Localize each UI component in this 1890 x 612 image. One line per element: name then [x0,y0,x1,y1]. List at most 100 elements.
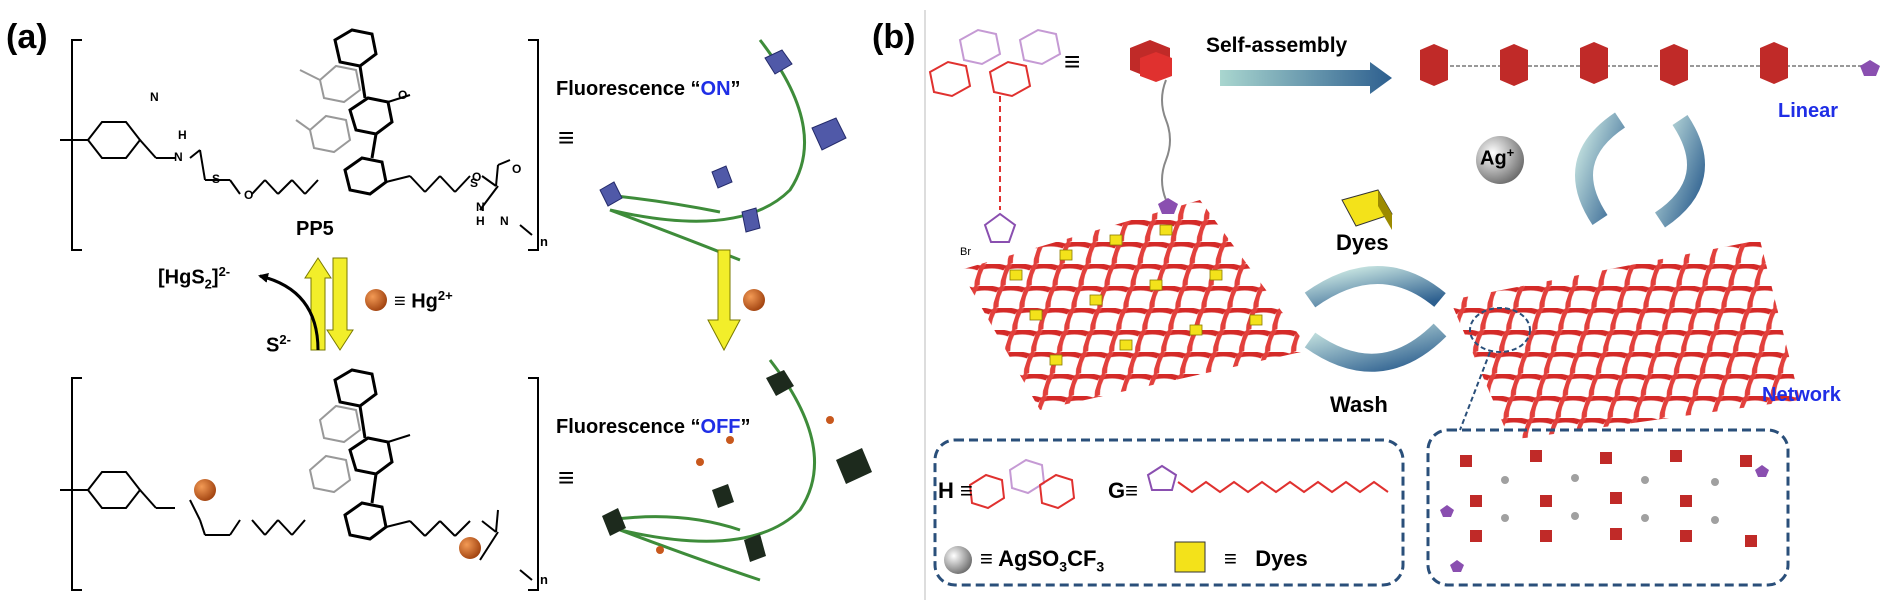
hg-text: Hg [411,290,438,313]
legend-h-text: H [938,478,954,503]
bracket-bottom-left [71,377,82,591]
sulfide-curved-arrow [258,273,320,351]
hg-sup: 2+ [437,288,453,303]
cycle-arrow-right [1654,115,1705,228]
atom-n4: N [500,214,509,228]
reversible-yellow-arrows [304,257,354,351]
network-label: Network [1762,384,1841,406]
sulfide-label: S2- [266,332,291,358]
legend-ag-label: ≡ AgSO3CF3 [980,546,1104,574]
dye-cube [1341,189,1393,230]
ag-sup: + [1506,145,1515,160]
bracket-bottom-right [528,377,539,591]
atom-s1: S [212,172,221,186]
hg-atom-bound-left [194,479,216,501]
hgs2-sub: 2 [204,276,212,292]
cycle-arrow-left [1575,112,1626,225]
panel-b-label: (b) [872,18,916,56]
atom-n3: N [476,200,485,214]
self-assembly-label: Self-assembly [1206,34,1348,57]
network-clean [1450,240,1800,440]
legend-ag-sphere [944,546,972,574]
fluorescence-on-cartoon [599,39,847,262]
ag-text: Ag [1480,147,1507,170]
hg-legend-sphere [365,289,387,311]
atom-o2: O [398,88,408,102]
wash-arrow-top [1304,266,1446,308]
wash-arrow-bottom [1304,323,1447,372]
repeat-n-top: n [540,234,548,249]
equiv-bottom: ≡ [558,462,575,493]
zoom-box [1426,428,1790,587]
ag-ion-label: Ag+ [1480,145,1514,171]
hg-atom-bound-right [459,537,481,559]
fluor-off-prefix: Fluorescence “ [556,416,701,438]
hgs2-text: [HgS [158,266,205,289]
hgs2-sup: 2- [218,264,231,279]
legend-dyes-equiv: ≡ [1224,546,1237,571]
dyes-label: Dyes [1336,230,1389,255]
zoom-content [1440,450,1769,572]
sulfide-sup: 2- [279,332,291,347]
legend-g-text: G [1108,478,1126,503]
fluorescence-off-cartoon [602,359,872,582]
ag-salt-pre: AgSO [998,546,1060,571]
hgs2-close: ] [211,266,219,289]
atom-o1: O [244,188,254,202]
br-label: Br [960,246,971,258]
panel-b [928,28,1880,587]
bracket-top-right [528,39,539,251]
legend-g-label: G≡ [1108,478,1138,504]
fluorescence-off-label: Fluorescence “OFF” [556,416,751,439]
legend-host [968,458,1076,510]
sulfide-text: S [266,334,280,357]
fluorescence-on-label: Fluorescence “ON” [556,78,741,101]
atom-n2: N [174,150,183,164]
hg-legend-label: ≡ Hg2+ [394,288,453,314]
hg-equiv: ≡ [394,290,406,313]
fluorescence-down-arrow [707,249,741,352]
legend-dyes-label: ≡ Dyes [1224,546,1308,572]
legend-dye-cube [1174,541,1206,573]
ag-salt-sub: 3 [1059,558,1068,575]
hgs2-label: [HgS2]2- [158,264,230,292]
atom-h1: H [178,128,187,142]
atom-n1: N [150,90,159,104]
legend-dyes-text: Dyes [1255,546,1308,571]
fluor-off-suffix: ” [740,416,751,438]
fluor-on-prefix: Fluorescence “ [556,78,701,100]
polymer-structure-bottom [60,368,533,581]
legend-ag-equiv: ≡ [980,546,993,571]
ag-salt-sub2: 3 [1096,558,1105,575]
wash-label: Wash [1330,392,1388,417]
atom-o3: O [472,170,482,184]
atom-s2: S [470,176,479,190]
atom-o4: O [512,162,522,176]
panel-a-label: (a) [6,18,48,56]
hg-add-sphere [743,289,765,311]
legend-guest [1146,464,1389,494]
host-guest-molecule [928,28,1062,243]
bracket-top-left [71,39,82,251]
panel-a [60,28,872,591]
linear-polymer-cartoon [1420,42,1880,86]
linear-label: Linear [1778,100,1839,122]
zoom-circle [1469,307,1531,353]
self-assembly-arrow [1220,62,1392,94]
fluor-off-word: OFF [700,416,741,438]
legend-box [933,438,1405,587]
atom-h2: H [476,214,485,228]
polymer-name: PP5 [296,218,334,240]
legend-h-equiv: ≡ [960,478,973,503]
polymer-structure-top [60,28,533,236]
repeat-n-bottom: n [540,572,548,587]
monomer-cartoon [1130,40,1178,214]
ag-ion-sphere [1476,136,1524,184]
network-with-dyes [960,200,1310,410]
equiv-top: ≡ [558,122,575,153]
ag-salt-post: CF [1067,546,1097,571]
equiv-b-top: ≡ [1064,46,1081,77]
legend-h-label: H ≡ [938,478,973,504]
fluor-on-suffix: ” [730,78,741,100]
